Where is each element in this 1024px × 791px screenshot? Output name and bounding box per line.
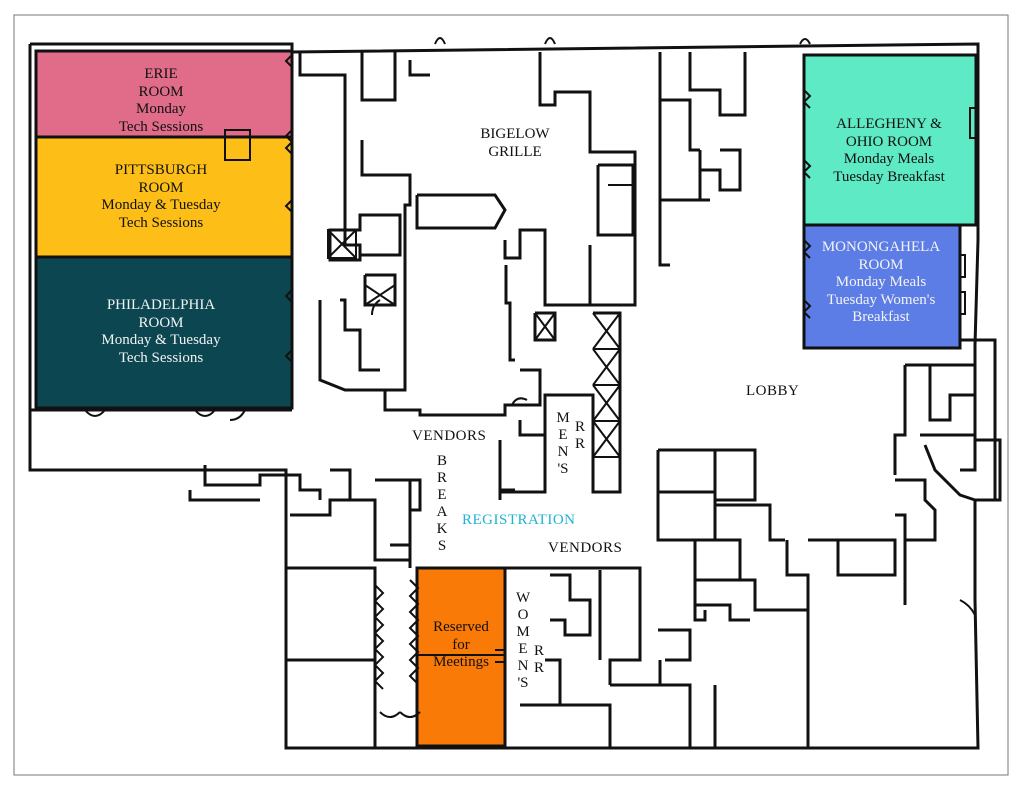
erie-room-label: ERIE ROOM Monday Tech Sessions [118,66,204,135]
mens-rr-label: R R [574,419,585,452]
reserved-room-label: Reserved for Meetings [433,619,489,670]
monongahela-room-label: MONONGAHELA ROOM Monday Meals Tuesday Wo… [821,239,941,325]
bigelow-grille-label: BIGELOW GRILLE [480,126,550,160]
reserved-for-meetings-room[interactable] [415,566,507,748]
womens-restroom-label: W O M E N 'S [516,590,531,691]
interior-walls [84,52,997,748]
mens-restroom-label: M E N 'S [556,410,570,477]
womens-rr-label: R R [533,643,544,676]
allegheny-ohio-room-label: ALLEGHENY & OHIO ROOM Monday Meals Tuesd… [833,116,945,185]
registration-label: REGISTRATION [462,512,576,528]
philadelphia-room-label: PHILADELPHIA ROOM Monday & Tuesday Tech … [101,297,221,366]
philadelphia-room[interactable] [34,255,294,410]
vendors-lower-label: VENDORS [548,540,623,556]
allegheny-ohio-room[interactable] [802,53,978,227]
vendors-upper-label: VENDORS [412,428,487,444]
pittsburgh-room-label: PITTSBURGH ROOM Monday & Tuesday Tech Se… [101,162,221,231]
page-frame [13,14,1009,776]
lobby-label: LOBBY [746,383,800,399]
building-walls [28,37,1002,750]
breaks-label: B R E A K S [436,453,448,554]
monongahela-room[interactable] [802,223,962,350]
